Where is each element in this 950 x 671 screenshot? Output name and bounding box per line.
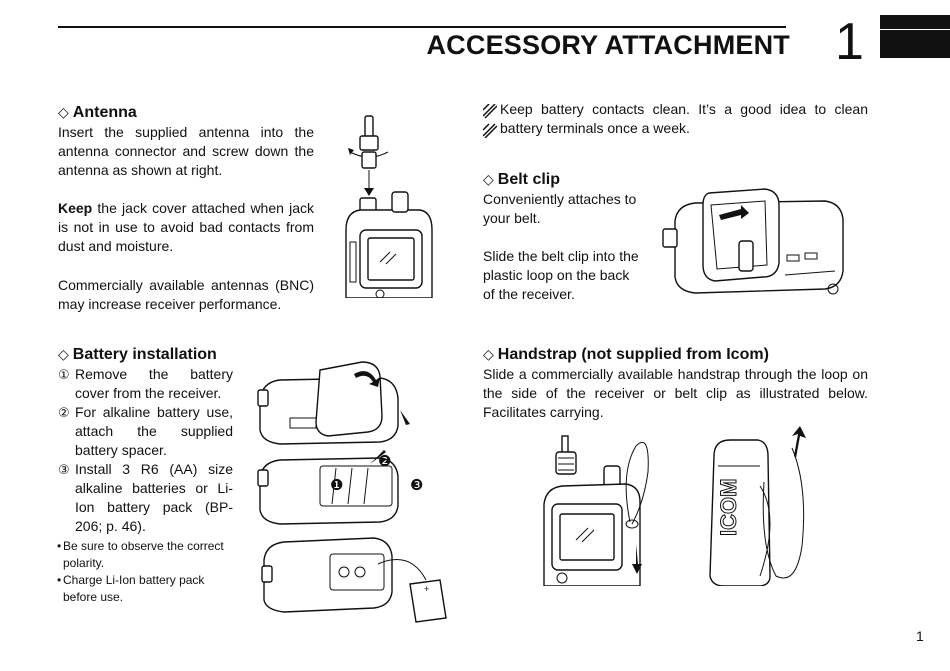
svg-text:+: + bbox=[424, 584, 429, 594]
chapter-tab-bottom bbox=[880, 30, 950, 58]
diamond-outline-icon: ◇ bbox=[483, 346, 494, 362]
handstrap-radio-illustration bbox=[543, 435, 649, 586]
diamond-outline-icon: ◇ bbox=[483, 171, 494, 187]
battery-note-2: Charge Li-Ion battery pack before use. bbox=[41, 572, 233, 606]
page-number: 1 bbox=[916, 628, 924, 644]
callout-1: ❶ bbox=[330, 477, 343, 494]
belt-clip-heading: ◇Belt clip bbox=[483, 171, 561, 188]
chapter-number: 1 bbox=[835, 13, 864, 71]
diamond-outline-icon: ◇ bbox=[58, 104, 69, 120]
diamond-outline-icon: ◇ bbox=[58, 346, 69, 362]
belt-clip-paragraph-1: Conveniently attaches to your belt. bbox=[483, 191, 637, 226]
handstrap-beltclip-illustration: ICOM bbox=[709, 426, 806, 586]
handstrap-heading: ◇Handstrap (not supplied from Icom) bbox=[483, 346, 769, 363]
battery-heading: ◇Battery installation bbox=[58, 346, 217, 363]
page-title: ACCESSORY ATTACHMENT bbox=[426, 30, 790, 60]
antenna-heading: ◇Antenna bbox=[58, 104, 137, 121]
antenna-paragraph-1: Insert the supplied antenna into the ant… bbox=[58, 124, 314, 178]
battery-note-1: Be sure to observe the correct polarity. bbox=[41, 538, 233, 572]
header-rule bbox=[58, 26, 786, 28]
battery-tip-text: Keep battery contacts clean. It’s a good… bbox=[500, 101, 868, 136]
antenna-paragraph-2: Keep the jack cover attached when jack i… bbox=[58, 200, 314, 254]
handstrap-paragraph: Slide a commercially available handstrap… bbox=[483, 366, 868, 420]
chapter-tab-top bbox=[880, 15, 950, 29]
hatched-note-icon bbox=[483, 104, 497, 138]
callout-2: ❷ bbox=[378, 453, 391, 470]
icom-logo-text: ICOM bbox=[716, 479, 741, 536]
battery-illustration: ❶ ❷ ❸ + bbox=[257, 361, 447, 623]
antenna-paragraph-3: Commercially available antennas (BNC) ma… bbox=[58, 277, 314, 312]
callout-3: ❸ bbox=[410, 477, 423, 494]
belt-clip-paragraph-2: Slide the belt clip into the plastic loo… bbox=[483, 248, 639, 302]
belt-clip-illustration bbox=[662, 188, 844, 295]
antenna-illustration bbox=[345, 115, 433, 298]
